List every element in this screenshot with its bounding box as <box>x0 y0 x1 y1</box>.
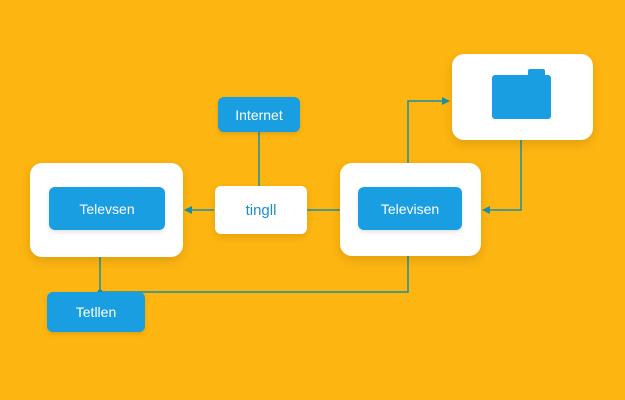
folder-icon-tab <box>528 69 545 76</box>
node-tetlen-label: Tetllen <box>75 304 117 320</box>
node-hub-label: tingll <box>245 201 277 219</box>
node-television-left[interactable]: Televsen <box>49 187 165 230</box>
node-television-left-label: Televsen <box>79 200 135 217</box>
node-hub[interactable]: tingll <box>215 186 307 234</box>
node-internet[interactable]: Internet <box>218 97 300 132</box>
edge-television-right-folder <box>407 97 450 163</box>
node-television-right[interactable]: Televisen <box>358 187 462 230</box>
node-tetlen[interactable]: Tetllen <box>47 292 145 332</box>
edge-tetlen-television-right <box>100 256 409 293</box>
node-television-right-label: Televisen <box>380 200 440 217</box>
node-internet-label: Internet <box>235 106 283 123</box>
folder-icon <box>492 75 551 119</box>
edge-folder-television-right <box>482 140 522 214</box>
